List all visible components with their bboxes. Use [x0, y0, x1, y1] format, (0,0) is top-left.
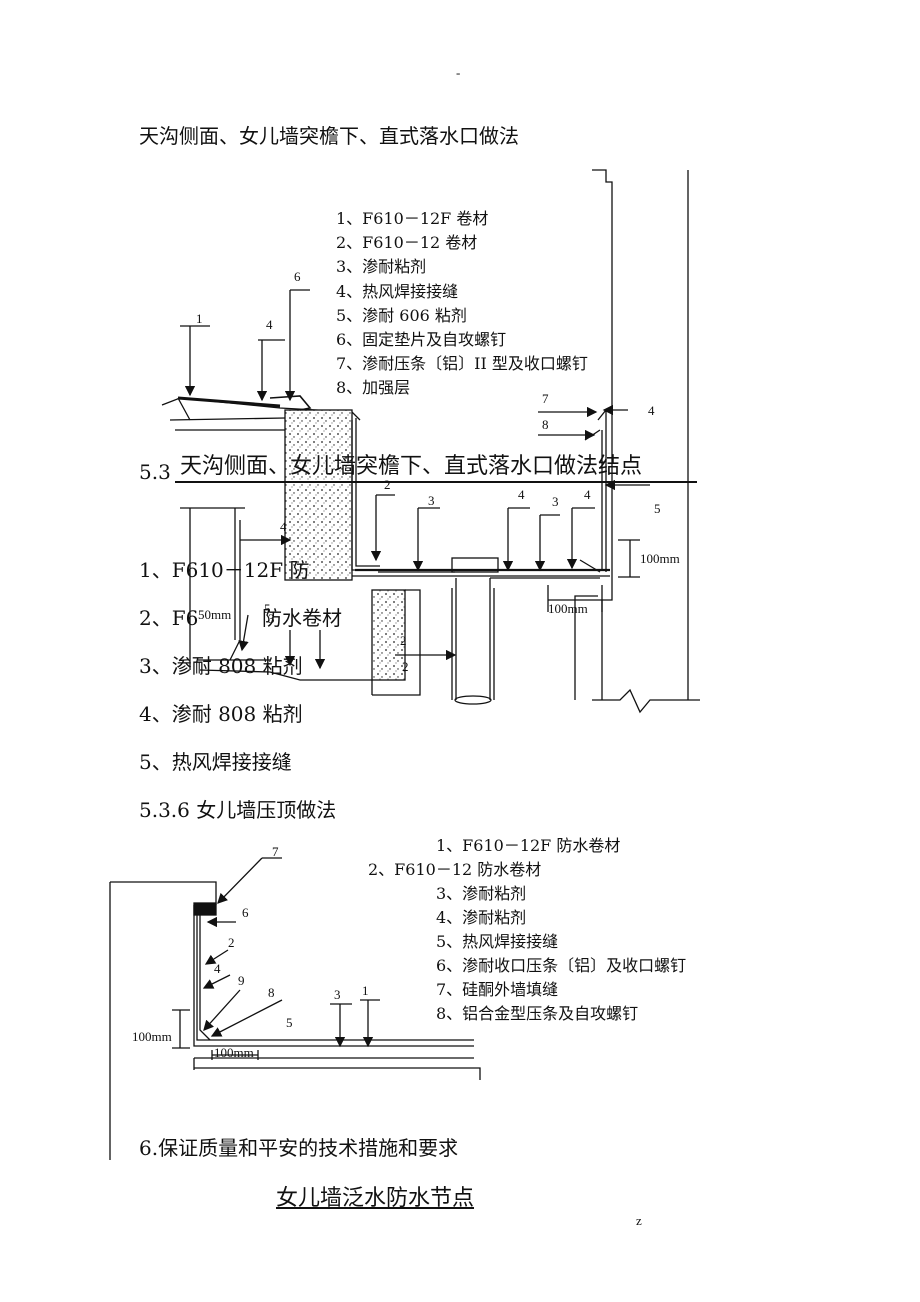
callout: 8	[268, 985, 275, 1000]
section-title-safety: 6.保证质量和平安的技术措施和要求	[139, 1136, 459, 1160]
callout: 5	[654, 501, 661, 516]
dimension-label: 100mm	[132, 1029, 172, 1044]
section-title-gutter: 天沟侧面、女儿墙突檐下、直式落水口做法	[139, 124, 519, 148]
callout: 1	[196, 311, 203, 326]
overlay-prefix: 5.3	[139, 460, 171, 484]
callout: 8	[542, 417, 549, 432]
callout: 6	[294, 269, 301, 284]
legend-item: 8、铝合金型压条及自攻螺钉	[436, 1004, 639, 1023]
callout: 7	[542, 391, 549, 406]
legend-item: 3、渗耐粘剂	[436, 884, 527, 903]
bottom-caption: 女儿墙泛水防水节点	[276, 1186, 475, 1211]
list-item: 1、F610－12F 防	[139, 558, 310, 582]
callout: 5	[286, 1015, 293, 1030]
list-item: 2、F6	[139, 606, 199, 630]
callout: 3	[334, 987, 341, 1002]
dimension-label: 50mm	[198, 607, 232, 622]
legend-item: 5、热风焊接接缝	[436, 932, 559, 951]
callout: 4	[518, 487, 525, 502]
callout: 5	[264, 601, 271, 616]
callout: 2	[384, 477, 391, 492]
list-item: 5、热风焊接接缝	[139, 750, 292, 774]
legend-item: 2、F610－12 卷材	[336, 233, 478, 252]
legend-item: 4、渗耐粘剂	[436, 908, 527, 927]
callout: 3	[552, 494, 559, 509]
legend-item: 5、渗耐 606 粘剂	[336, 306, 467, 325]
callout: 6	[242, 905, 249, 920]
callout: 4	[280, 519, 287, 534]
legend-item: 7、渗耐压条〔铝〕II 型及收口螺钉	[336, 354, 588, 373]
callout: 4	[584, 487, 591, 502]
dimension-label: 100mm	[640, 551, 680, 566]
callout: 3	[268, 611, 275, 626]
list-item: 3、渗耐 808 粘剂	[139, 654, 303, 678]
callout: 4	[214, 961, 221, 976]
callout: 4	[266, 317, 273, 332]
callout: 7	[272, 844, 279, 859]
callout: 2	[400, 633, 407, 648]
legend-item: 2、F610－12 防水卷材	[368, 860, 542, 879]
section-title-parapet: 5.3.6 女儿墙压顶做法	[139, 798, 337, 822]
footer-mark: z	[636, 1213, 642, 1228]
callout: 2	[402, 659, 409, 674]
callout: 2	[228, 935, 235, 950]
legend-item: 4、热风焊接接缝	[336, 282, 459, 301]
legend-item: 8、加强层	[336, 378, 411, 397]
legend-item: 3、渗耐粘剂	[336, 257, 427, 276]
overlay-caption: 天沟侧面、女儿墙突檐下、直式落水口做法结点	[180, 454, 643, 479]
callout: 3	[428, 493, 435, 508]
callout: 4	[648, 403, 655, 418]
list-item-overlap: 防水卷材	[262, 606, 342, 630]
legend-item: 1、F610－12F 卷材	[336, 209, 489, 228]
dimension-label: 100mm	[214, 1045, 254, 1060]
legend-item: 1、F610－12F 防水卷材	[436, 836, 621, 855]
dimension-label: 100mm	[548, 601, 588, 616]
list-item: 4、渗耐 808 粘剂	[139, 702, 303, 726]
header-mark: -	[456, 65, 461, 80]
legend-item: 7、硅酮外墙填缝	[436, 980, 559, 999]
callout: 1	[362, 983, 369, 998]
legend-item: 6、固定垫片及自攻螺钉	[336, 330, 507, 349]
callout: 9	[238, 973, 245, 988]
legend-item: 6、渗耐收口压条〔铝〕及收口螺钉	[436, 956, 687, 975]
